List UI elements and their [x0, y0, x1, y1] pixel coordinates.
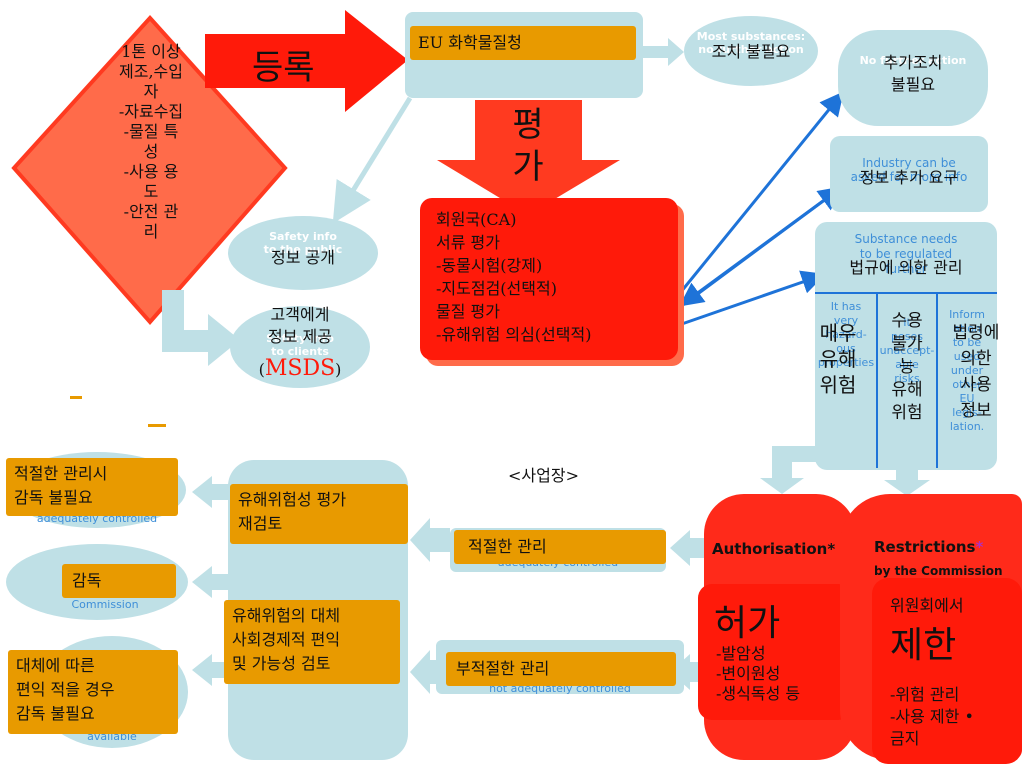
supervision-label: 감독 — [62, 564, 176, 598]
decor-speck-1 — [70, 396, 82, 399]
authorisation-to-inadequate-arrow — [670, 654, 706, 690]
authorisation-star: * — [827, 540, 836, 558]
restrictions-sub: by the Commission — [874, 564, 1003, 578]
no-further-action-label: 추가조치 불필요 — [883, 53, 943, 94]
authorisation-to-adequate-arrow — [670, 530, 706, 566]
registrant-diamond-text: 1톤 이상 제조,수입 자 -자료수집 -물질 특 성 -사용 용 도 -안전 … — [118, 42, 184, 241]
authorisation-items: -발암성 -변이원성 -생식독성 등 — [716, 644, 801, 703]
review-to-supervision-arrow-1 — [192, 476, 230, 508]
inadequate-mgmt-label: 부적절한 관리 — [446, 652, 676, 686]
restrictions-box — [872, 578, 1022, 764]
evaluation-arrow — [437, 100, 620, 215]
clients-info-ghost-text: Safety info to clients — [266, 332, 334, 358]
authorisation-header-text: Authorisation — [712, 540, 828, 558]
no-action-bubble — [684, 16, 818, 86]
restrictions-title: 제한 — [890, 625, 957, 666]
workplace-label: <사업장> — [508, 466, 579, 485]
subcol-2-ghost-text: It poses unaccept- able risks — [879, 316, 935, 385]
adequate-mgmt-label: 적절한 관리 — [454, 530, 666, 564]
managed-by-law-label: 법규에 의한 관리 — [849, 258, 963, 277]
no-further-action-ghost-text: No further action — [859, 54, 967, 67]
no-further-action-box — [838, 30, 988, 126]
subcol-3-ghost-text: Inform ation to be used under other EU l… — [949, 308, 985, 433]
managed-by-law-ghost-text: Substance needs to be regulated further — [854, 232, 958, 276]
info-request-ghost-text: Industry can be asked for more info — [850, 156, 968, 184]
subcol-1-ghost-text: It has very hazard- ous properties — [817, 300, 875, 369]
clients-info-label: 고객에게 정보 제공 — [268, 305, 332, 346]
hazard-review-label: 유해위험성 평가 재검토 — [230, 484, 408, 544]
ca-to-no-further-action-arrow — [674, 91, 844, 299]
restrictions-header: Restrictions* — [874, 538, 983, 556]
restrictions-line1: 위원회에서 — [890, 596, 964, 615]
msds-paren-open: ( — [258, 360, 265, 379]
eu-agency-label: EU 화학물질청 — [410, 26, 636, 60]
subcol-2-label: 수용 불가 능 유해 위험 — [891, 311, 923, 423]
authorisation-header: Authorisation* — [712, 540, 835, 558]
adequate-supervision-label: 적절한 관리시 감독 불필요 — [6, 458, 178, 516]
clients-info-ellipse — [230, 306, 370, 388]
msds-paren-close: ) — [335, 360, 342, 379]
diamond-to-clients-arrow — [162, 290, 240, 366]
evaluation-label: 평 가 — [512, 105, 544, 187]
registrant-diamond — [11, 15, 288, 326]
restrictions-header-text: Restrictions — [874, 538, 976, 556]
public-info-ghost-text: Safety info to the public — [263, 230, 343, 256]
restrictions-star: * — [975, 538, 984, 556]
registration-label: 등록 — [252, 48, 315, 88]
authorisation-title: 허가 — [714, 603, 781, 644]
subcol-1-label: 매우 유해 위험 — [819, 321, 857, 397]
public-info-ellipse — [228, 216, 378, 290]
review-to-supervision-arrow-3 — [192, 654, 230, 686]
managed-divider-h — [815, 292, 997, 294]
managed-by-law-box — [815, 222, 997, 470]
restrictions-items: -위험 관리 -사용 제한 • 금지 — [890, 685, 974, 748]
adequate-to-review-arrow — [410, 518, 450, 562]
managed-divider-v2 — [936, 292, 938, 468]
no-action-ghost-text: Most substances: no further action — [696, 30, 806, 56]
supervision-ghost-text: Commission — [71, 598, 139, 611]
authorisation-box — [698, 584, 852, 720]
info-request-box — [830, 136, 988, 212]
clients-info-msds-line: (MSDS) — [230, 356, 370, 381]
managed-to-restriction-arrow — [884, 470, 930, 496]
info-request-to-ca-arrow — [679, 188, 839, 307]
decor-speck-2 — [148, 424, 166, 427]
member-state-box — [420, 198, 678, 360]
alternatives-review-label: 유해위험의 대체 사회경제적 편익 및 가능성 검토 — [224, 600, 400, 684]
member-state-text: 회원국(CA) 서류 평가 -동물시험(강제) -지도점검(선택적) 물질 평가… — [436, 210, 592, 344]
no-action-label: 조치 불필요 — [711, 42, 791, 61]
info-request-label: 정보 추가 요구 — [859, 168, 959, 187]
ca-to-managed-arrow — [675, 270, 826, 328]
agency-to-public-line — [332, 96, 413, 224]
agency-to-no-action-arrow — [643, 38, 684, 66]
public-info-label: 정보 공개 — [271, 248, 335, 267]
msds-label: MSDS — [264, 356, 336, 381]
registration-arrow — [205, 10, 408, 112]
subcol-3-label: 법령에 의한 사용 정보 — [952, 323, 1000, 421]
alternative-supervision-label: 대체에 따른 편익 적을 경우 감독 불필요 — [8, 650, 178, 734]
review-to-supervision-arrow-2 — [192, 566, 230, 598]
managed-divider-v1 — [876, 292, 878, 468]
